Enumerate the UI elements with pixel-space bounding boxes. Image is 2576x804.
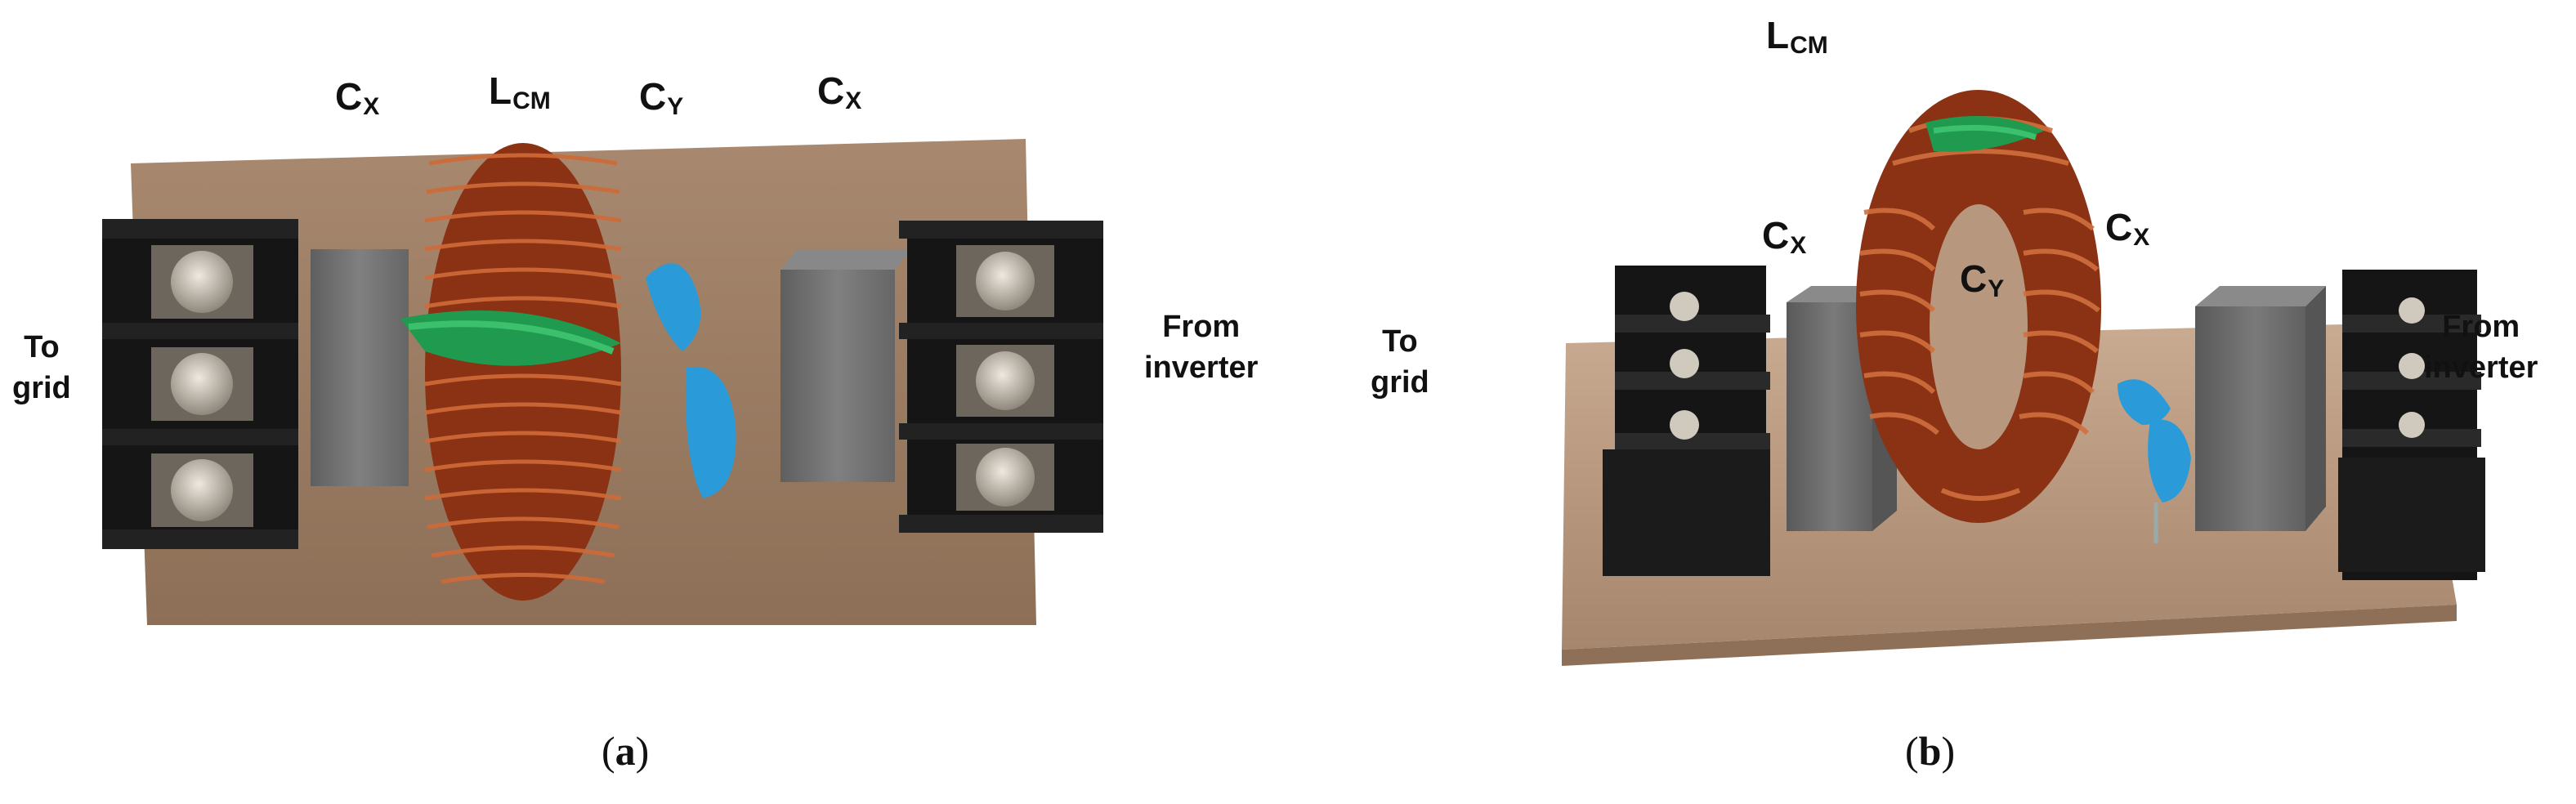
capacitor-cx-right — [780, 249, 911, 482]
terminal-block-left — [1603, 266, 1770, 576]
terminal-block-right — [2338, 270, 2485, 580]
filter-board-top-view — [102, 139, 1103, 625]
filter-board-perspective-view — [1562, 90, 2485, 666]
common-mode-choke — [400, 143, 622, 601]
label-cx-right: CX — [2105, 206, 2150, 251]
label-cx-left: CX — [335, 75, 380, 120]
capacitor-cx-left — [311, 249, 409, 486]
caption-b: (b) — [1905, 728, 1956, 774]
label-lcm: LCM — [489, 69, 551, 114]
label-lcm: LCM — [1766, 14, 1828, 59]
label-cx-right: CX — [817, 69, 862, 114]
caption-a: (a) — [602, 728, 650, 774]
capacitor-cy — [646, 263, 736, 498]
capacitor-cy — [2118, 379, 2191, 543]
capacitor-cx-right — [2195, 286, 2326, 531]
terminal-block-right — [899, 221, 1103, 533]
label-cy: CY — [639, 75, 684, 120]
label-cx-left: CX — [1762, 214, 1807, 259]
common-mode-choke — [1856, 90, 2101, 523]
terminal-block-left — [102, 219, 298, 549]
label-cy: CY — [1960, 257, 2005, 302]
